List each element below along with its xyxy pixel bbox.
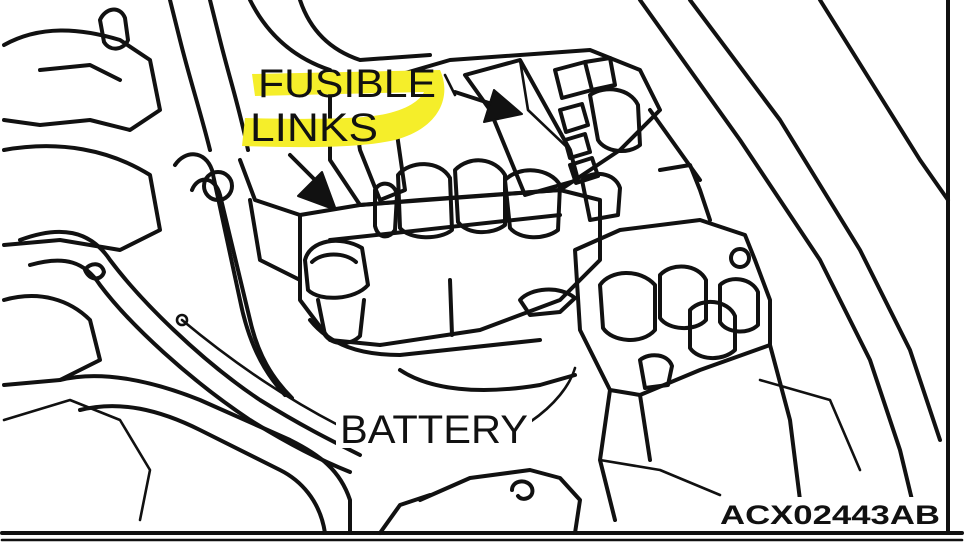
battery-body — [238, 158, 602, 392]
engine-parts-left — [2, 0, 432, 522]
fusible-links-label-line1: FUSIBLE — [258, 62, 436, 106]
battery-terminal — [303, 238, 370, 345]
relay-box — [573, 108, 802, 522]
callout-arrows — [180, 89, 577, 427]
fusible-links-label-line2: LINKS — [250, 106, 378, 150]
battery-label: BATTERY — [340, 408, 528, 452]
fender-structure — [638, 0, 950, 535]
hoses — [18, 152, 362, 535]
arrow-to-right-link — [453, 89, 523, 123]
battery-leader-lines — [180, 318, 577, 427]
callout-highlight — [242, 70, 445, 148]
fusible-link-box — [328, 48, 662, 240]
figure-code-label: ACX02443AB — [720, 500, 940, 530]
lower-bracket — [378, 458, 722, 535]
callout-labels: FUSIBLE LINKS BATTERY ACX02443AB — [250, 62, 944, 531]
arrow-to-left-link — [288, 153, 337, 211]
